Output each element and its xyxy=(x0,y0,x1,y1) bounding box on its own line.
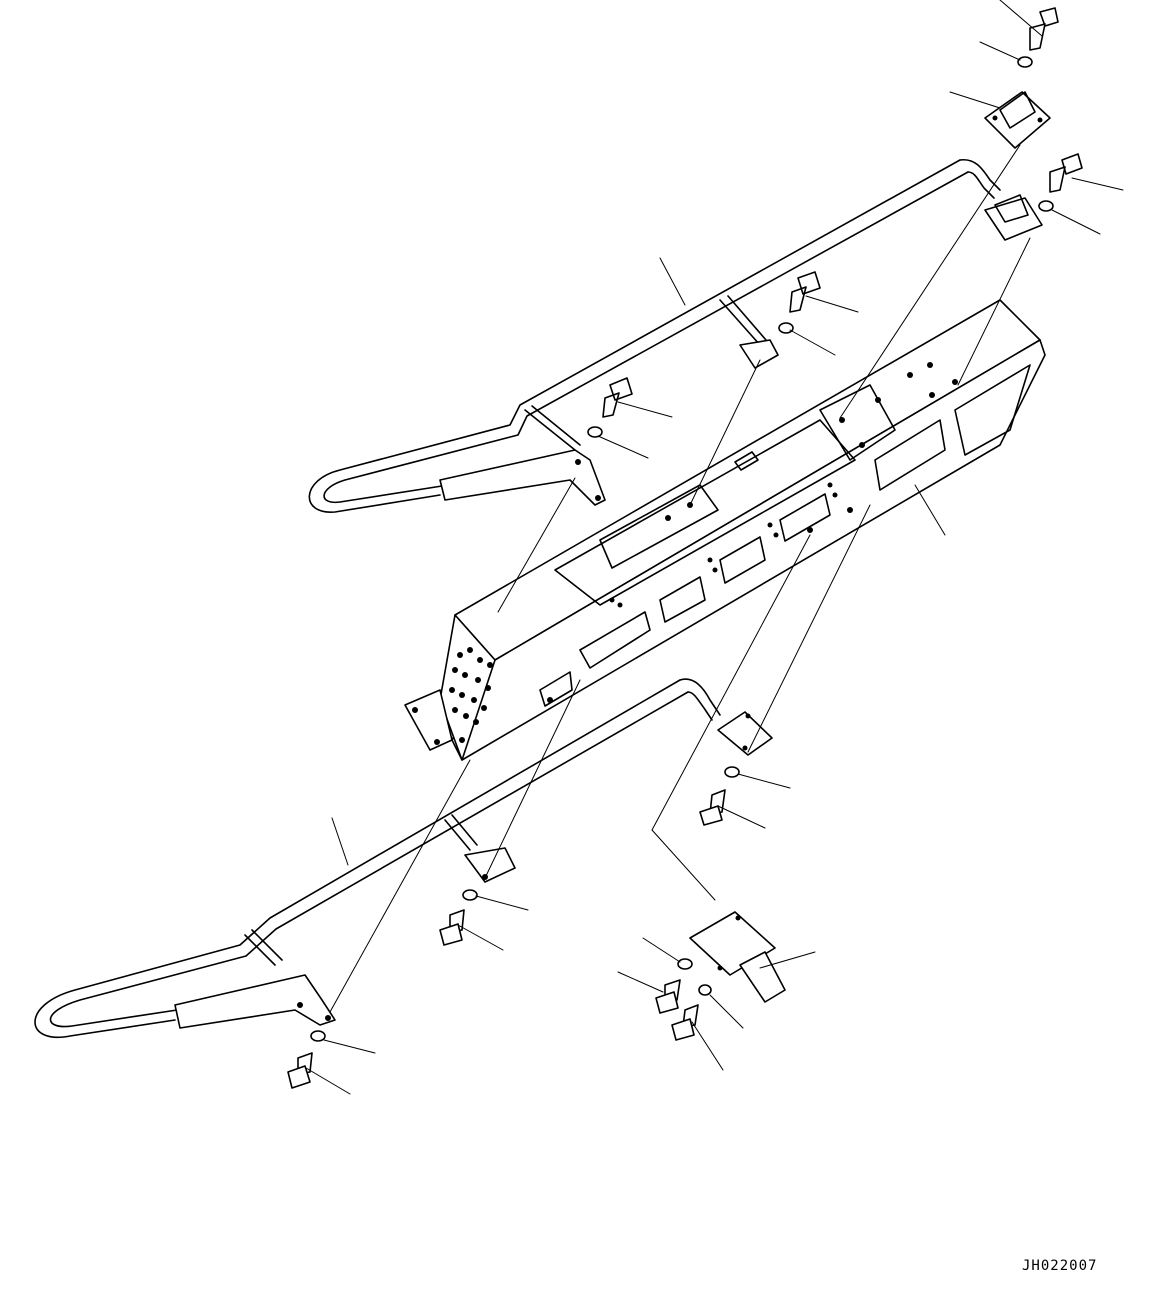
step-plate xyxy=(689,911,786,1003)
top-mount-bracket xyxy=(984,91,1051,149)
fasteners xyxy=(287,7,1083,1089)
upper-handrail xyxy=(308,158,1043,513)
frame-beam xyxy=(404,299,1046,761)
leader-lines xyxy=(305,0,1124,1095)
drawing-code: JH022007 xyxy=(1022,1258,1098,1274)
lower-handrail xyxy=(34,678,773,1039)
